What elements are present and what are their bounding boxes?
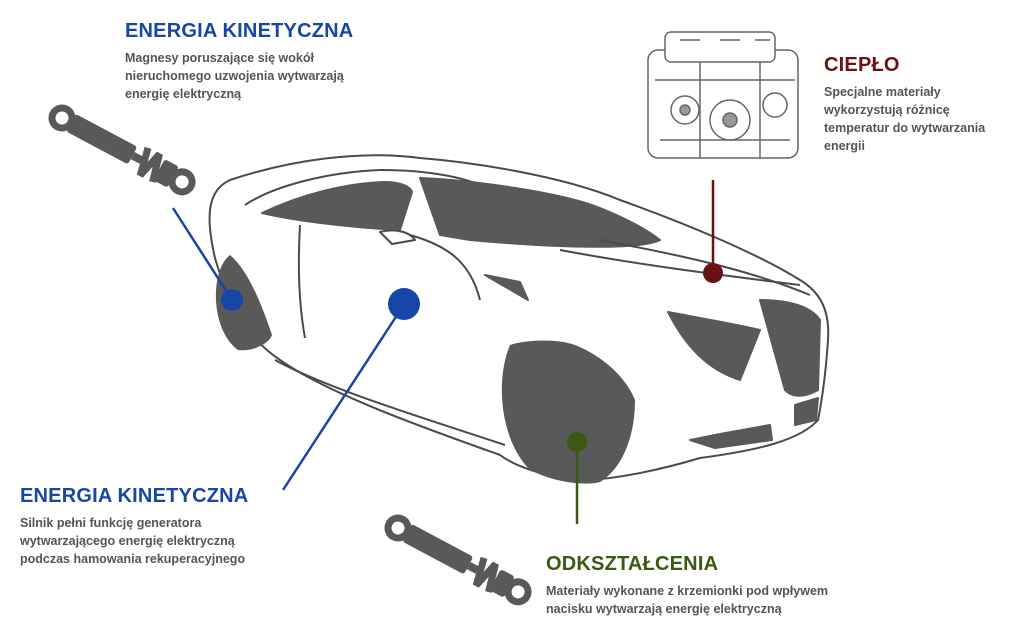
label-deformation-title: ODKSZTAŁCENIA: [546, 553, 719, 575]
kinetic-top-connector: [171, 207, 234, 301]
kinetic-bottom-connector: [281, 305, 405, 491]
label-kinetic-bottom-title: ENERGIA KINETYCZNA: [20, 485, 249, 507]
label-heat-description: Specjalne materiały wykorzystują różnicę…: [824, 83, 985, 155]
desc-line: wytwarzającego energię elektryczną: [20, 534, 235, 548]
label-deformation-description: Materiały wykonane z krzemionki pod wpły…: [546, 582, 828, 618]
label-deformation: ODKSZTAŁCENIA Materiały wykonane z krzem…: [546, 553, 828, 618]
desc-line: Materiały wykonane z krzemionki pod wpły…: [546, 584, 829, 598]
desc-line: energię elektryczną: [125, 87, 242, 101]
rear-tire: [215, 255, 272, 351]
car-illustration: [208, 154, 830, 481]
desc-line: Magnesy poruszające się wokół: [125, 51, 314, 65]
shock-absorber-icon: [48, 104, 196, 196]
desc-line: energii: [824, 139, 865, 153]
desc-line: Specjalne materiały: [824, 85, 941, 99]
kinetic-bottom-dot: [388, 288, 420, 320]
desc-line: Silnik pełni funkcję generatora: [20, 516, 202, 530]
heat-dot: [703, 263, 723, 283]
shock-absorber-icon: [384, 514, 532, 606]
deformation-dot: [567, 432, 587, 452]
desc-line: nacisku wytwarzają energię elektryczną: [546, 602, 782, 616]
label-kinetic-top-title: ENERGIA KINETYCZNA: [125, 20, 354, 42]
label-kinetic-top-description: Magnesy poruszające się wokół nieruchome…: [125, 49, 353, 103]
desc-line: temperatur do wytwarzania: [824, 121, 986, 135]
engine-icon: [647, 31, 799, 159]
front-tire: [501, 340, 635, 484]
label-kinetic-top: ENERGIA KINETYCZNA Magnesy poruszające s…: [125, 20, 353, 103]
label-kinetic-bottom-description: Silnik pełni funkcję generatora wytwarza…: [20, 514, 248, 568]
desc-line: podczas hamowania rekuperacyjnego: [20, 552, 246, 566]
desc-line: wykorzystują różnicę: [824, 103, 950, 117]
desc-line: nieruchomego uzwojenia wytwarzają: [125, 69, 344, 83]
label-kinetic-bottom: ENERGIA KINETYCZNA Silnik pełni funkcję …: [20, 485, 248, 568]
connectors: [171, 180, 723, 524]
label-heat: CIEPŁO Specjalne materiały wykorzystują …: [824, 54, 985, 155]
label-heat-title: CIEPŁO: [824, 54, 900, 76]
kinetic-top-dot: [221, 289, 243, 311]
